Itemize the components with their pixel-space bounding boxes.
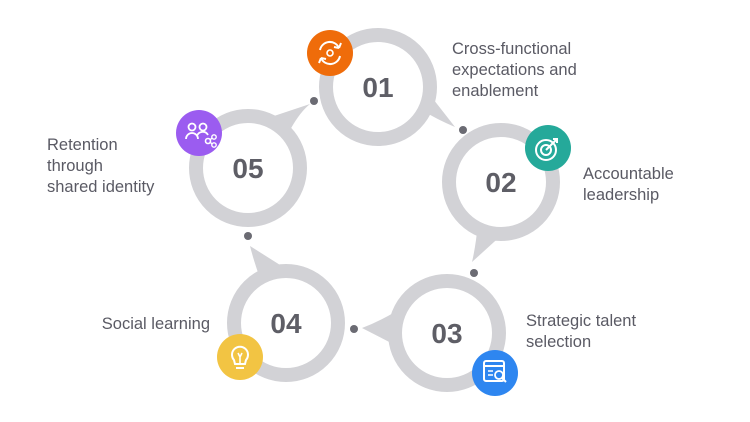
step-01: 01 [307, 28, 455, 146]
step-03: 03 [362, 274, 518, 396]
step-number: 04 [270, 308, 302, 339]
label-line: selection [526, 333, 592, 351]
ring-tail [362, 312, 395, 345]
connector-dot [244, 232, 252, 240]
step-04-label: Social learning [40, 314, 210, 335]
refresh-cycle-icon [307, 30, 353, 76]
label-line: Social learning [101, 315, 210, 333]
label-line: through [47, 157, 103, 175]
label-line: leadership [583, 186, 660, 204]
connector-dot [310, 97, 318, 105]
label-line: enablement [452, 82, 539, 100]
ring [189, 109, 307, 227]
people-network-icon [176, 110, 222, 156]
connector-dot [350, 325, 358, 333]
step-03-label: Strategic talent selection [526, 311, 636, 353]
label-line: Cross-functional [452, 40, 572, 58]
step-02: 02 [442, 123, 571, 262]
step-05-label: Retention through shared identity [47, 135, 154, 198]
label-line: Retention [47, 136, 118, 154]
connector-dot [459, 126, 467, 134]
ring [319, 28, 437, 146]
step-number: 02 [485, 167, 516, 198]
label-line: Accountable [583, 165, 674, 183]
label-line: expectations and [452, 61, 577, 79]
connector-dot [470, 269, 478, 277]
ring [388, 274, 506, 392]
ring [227, 264, 345, 382]
step-02-label: Accountable leadership [583, 164, 674, 206]
step-number: 01 [362, 72, 393, 103]
label-line: shared identity [47, 178, 155, 196]
step-01-label: Cross-functional expectations and enable… [452, 39, 577, 102]
target-arrow-icon [525, 125, 571, 171]
lightbulb-icon [217, 334, 263, 380]
step-04: 04 [217, 246, 345, 382]
step-number: 05 [232, 153, 263, 184]
label-line: Strategic talent [526, 312, 637, 330]
search-document-icon [472, 350, 518, 396]
ring [442, 123, 560, 241]
step-05: 05 [176, 104, 310, 227]
step-number: 03 [431, 318, 462, 349]
